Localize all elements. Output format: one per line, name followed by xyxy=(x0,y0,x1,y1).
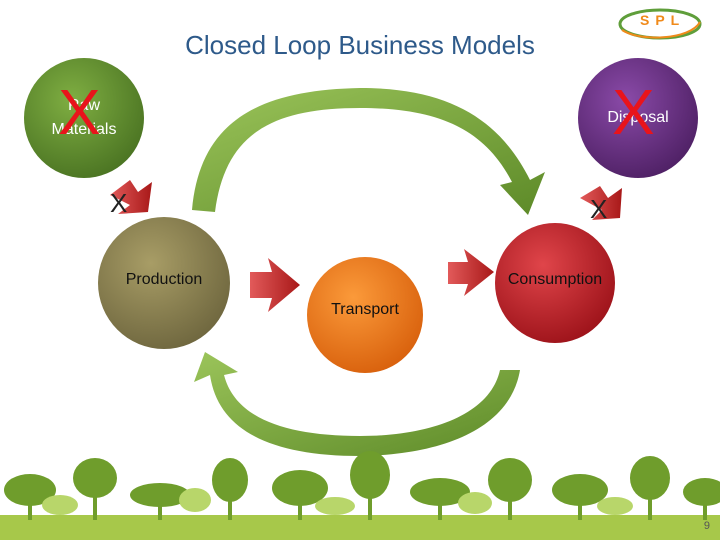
production-to-transport-arrow xyxy=(250,258,300,312)
disposal-circle xyxy=(578,58,698,178)
tree-strip xyxy=(0,451,720,540)
production-circle xyxy=(98,217,230,349)
consumption-circle xyxy=(495,223,615,343)
production-label: Production xyxy=(125,271,203,288)
cross-mark-raw-materials: X xyxy=(58,76,101,148)
cross-mark-consumption-to-disposal: X xyxy=(590,194,608,224)
cross-mark-raw-to-production: X xyxy=(110,188,128,218)
top-loop-arrow xyxy=(192,88,545,215)
raw-materials-line1: Raw xyxy=(67,97,100,114)
transport-to-consumption-arrow xyxy=(448,249,494,296)
raw-materials-line2: Materials xyxy=(51,121,117,138)
raw-to-production-arrow xyxy=(110,180,152,214)
bottom-loop-arrow xyxy=(194,352,520,456)
cross-mark-disposal: X xyxy=(612,76,655,148)
consumption-to-disposal-arrow xyxy=(580,186,622,220)
consumption-label: Consumption xyxy=(507,271,603,288)
disposal-label: Disposal xyxy=(607,109,669,126)
raw-materials-label: Raw Materials xyxy=(34,94,134,142)
transport-circle xyxy=(307,257,423,373)
page-title: Closed Loop Business Models xyxy=(185,30,535,60)
raw-materials-circle xyxy=(24,58,144,178)
page-number: 9 xyxy=(703,520,710,532)
spl-logo xyxy=(618,8,702,40)
logo-text: SPL xyxy=(640,12,686,28)
transport-label: Transport xyxy=(331,301,399,318)
